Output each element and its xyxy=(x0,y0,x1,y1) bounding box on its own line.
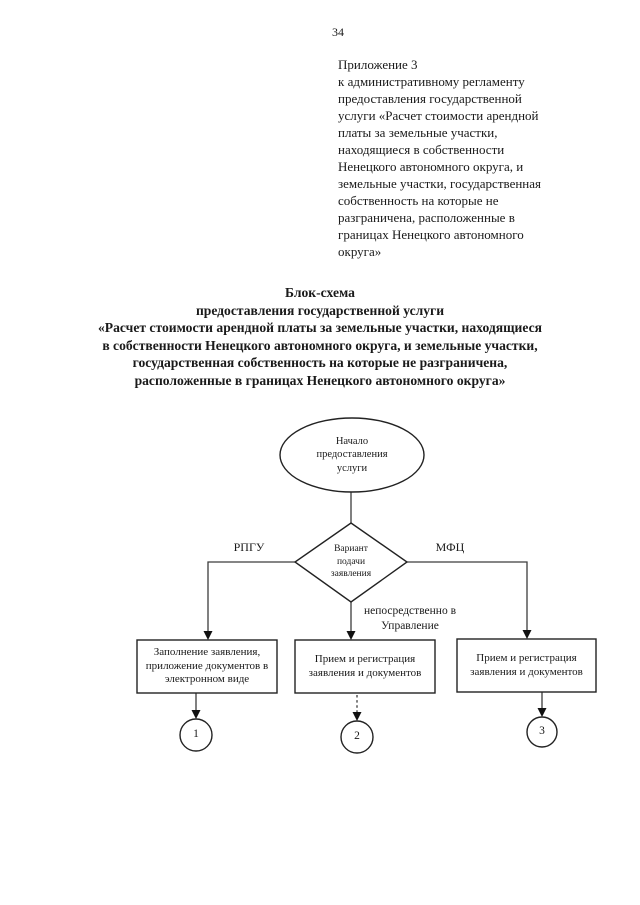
circle-2-shape xyxy=(340,720,374,754)
circle-2-label: 2 xyxy=(354,730,360,742)
branch-label-direct: непосредственно в Управление xyxy=(363,605,457,632)
connector-branch-right xyxy=(407,561,528,631)
box-middle-label: Прием и регистрация заявления и документ… xyxy=(308,652,422,679)
document-title: Блок-схема предоставления государственно… xyxy=(98,285,542,388)
connector-branch-left xyxy=(207,561,295,632)
box-left-label: Заполнение заявления, приложение докумен… xyxy=(145,646,269,686)
box-middle-shape xyxy=(294,639,436,694)
box-right-label: Прием и регистрация заявления и документ… xyxy=(470,651,583,678)
decision-diamond-shape xyxy=(293,522,409,603)
start-oval-label: Начало предоставления услуги xyxy=(316,435,388,474)
branch-label-mfc: МФЦ xyxy=(435,540,465,554)
arrowhead-circle3 xyxy=(537,708,547,717)
circle-3-shape xyxy=(526,716,558,748)
start-oval-shape xyxy=(279,417,425,493)
decision-diamond-label: Вариант подачи заявления xyxy=(330,544,372,580)
arrowhead-circle2 xyxy=(352,712,362,721)
appendix-header: Приложение 3 к административному регламе… xyxy=(338,57,542,259)
page-number: 34 xyxy=(332,25,344,39)
box-left-shape xyxy=(136,639,278,694)
arrowhead-left-box xyxy=(203,631,213,640)
circle-1-label: 1 xyxy=(193,728,199,740)
circle-3-label: 3 xyxy=(539,725,545,737)
arrowhead-middle-box xyxy=(346,631,356,640)
arrowhead-right-box xyxy=(522,630,532,639)
box-right-shape xyxy=(456,638,597,693)
branch-label-rpgu: РПГУ xyxy=(233,540,265,554)
arrowhead-circle1 xyxy=(191,710,201,719)
circle-1-shape xyxy=(179,718,213,752)
